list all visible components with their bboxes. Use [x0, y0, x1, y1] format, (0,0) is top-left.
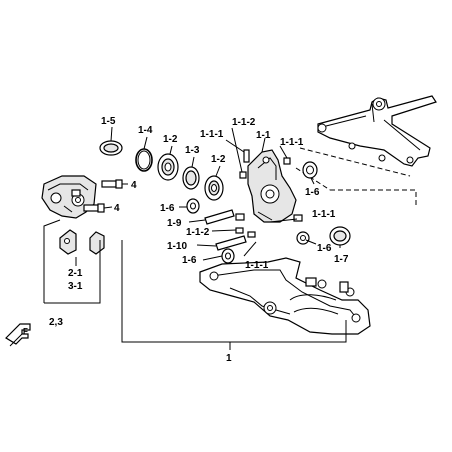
label-1-10: 1-10 [167, 241, 187, 252]
bushing-1-6-d [296, 231, 310, 245]
seal-1-5 [99, 140, 123, 156]
label-1-6-d: 1-6 [317, 243, 332, 254]
seal-1-7 [329, 226, 351, 246]
label-3-1: 3-1 [68, 281, 83, 292]
label-front-f: F [23, 327, 28, 336]
dash-line-seal [295, 167, 331, 191]
label-1-6-a: 1-6 [160, 203, 175, 214]
label-1-6-c: 1-6 [182, 255, 197, 266]
label-1-9: 1-9 [167, 218, 182, 229]
label-1-1-1-a: 1-1-1 [200, 129, 224, 140]
brake-pad-right [89, 231, 105, 255]
bolt-1-1-1-c [247, 231, 256, 238]
bolt-upper [101, 179, 123, 189]
snap-ring-1-4 [135, 148, 153, 172]
label-2-1: 2-1 [68, 268, 83, 279]
label-1-6-b: 1-6 [305, 187, 320, 198]
label-1-1: 1-1 [256, 130, 271, 141]
knuckle-1-1 [247, 149, 297, 223]
label-4-a: 4 [131, 180, 137, 191]
brake-caliper [41, 175, 97, 219]
label-1-1-2: 1-1-2 [232, 117, 256, 128]
dash-line-frame-top [299, 147, 411, 177]
washer-1-1-1 [293, 214, 303, 222]
bearing-1-2-left [157, 153, 179, 181]
brake-pad-left [59, 229, 77, 255]
seal-1-6-a [302, 161, 318, 179]
front-direction-arrow-icon [5, 323, 31, 347]
spacer-1-3 [182, 166, 200, 190]
bearing-1-2-right [204, 175, 224, 201]
label-1-1-1-b: 1-1-1 [280, 137, 304, 148]
bushing-1-6-b [186, 198, 200, 214]
label-1-1-1-d: 1-1-1 [245, 260, 269, 271]
leader-lines [43, 126, 347, 350]
label-1-3: 1-3 [185, 145, 200, 156]
label-1-7: 1-7 [334, 254, 349, 265]
label-1-2-a: 1-2 [163, 134, 178, 145]
label-1: 1 [226, 353, 232, 364]
label-1-5: 1-5 [101, 116, 116, 127]
bolt-1-1-2-b [235, 227, 244, 234]
pin-1-9 [204, 209, 235, 225]
dash-line-frame-bottom [330, 189, 417, 206]
label-2-3: 2,3 [49, 317, 63, 328]
bushing-small [235, 213, 245, 221]
pin-1-10 [215, 235, 247, 251]
label-1-4: 1-4 [138, 125, 153, 136]
bolt-lower [83, 203, 105, 213]
bolt-1-1-1-b [283, 157, 291, 165]
pin-1-1-2 [243, 149, 250, 163]
bushing-1-6-c [221, 248, 235, 264]
swing-arm-1 [199, 257, 371, 335]
rear-frame-section [317, 95, 437, 167]
label-1-1-2-b: 1-1-2 [186, 227, 210, 238]
label-1-1-1-c: 1-1-1 [312, 209, 336, 220]
label-1-2-b: 1-2 [211, 154, 226, 165]
bolt-1-1-1-a [239, 171, 247, 179]
label-4-b: 4 [114, 203, 120, 214]
